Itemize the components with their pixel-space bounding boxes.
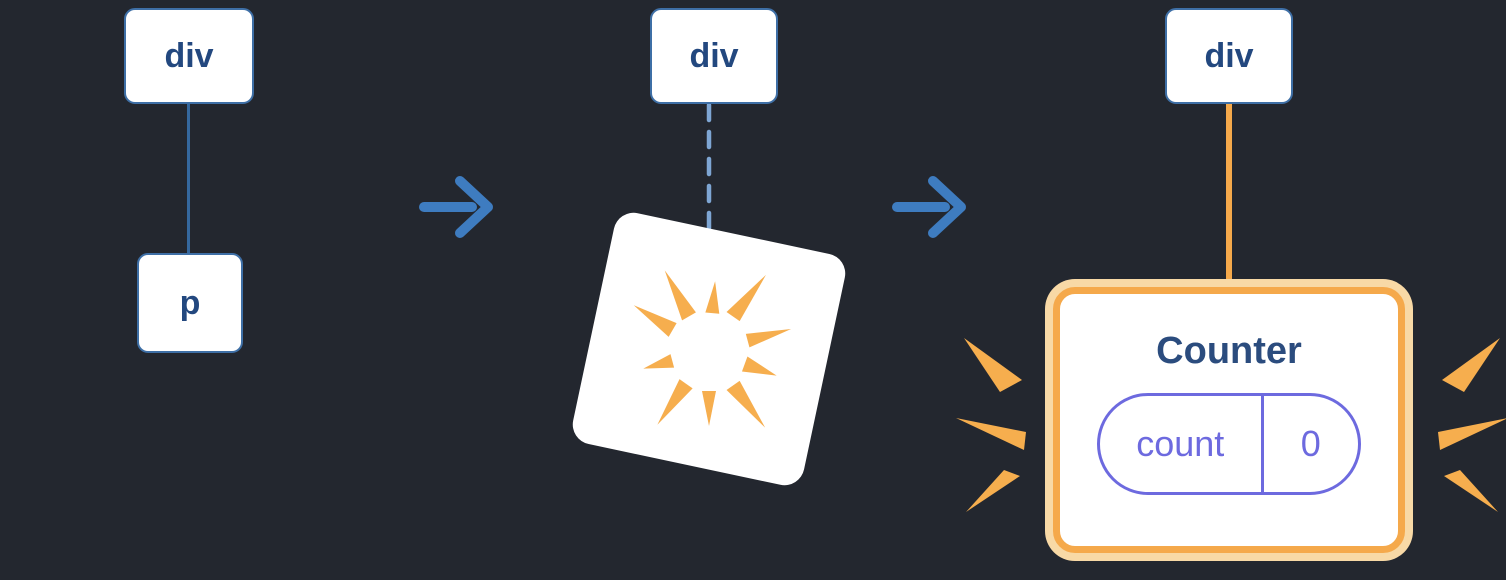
counter-component-title: Counter <box>1156 330 1302 372</box>
state-value-label: 0 <box>1300 423 1321 464</box>
tree-node-label: div <box>1204 36 1254 75</box>
tree-node-div-middle: div <box>650 8 778 104</box>
tree-node-label: p <box>179 283 201 322</box>
state-pill-divider <box>1260 396 1264 492</box>
arrow-right-icon <box>419 176 493 238</box>
tree-node-p: p <box>137 253 243 353</box>
sparkle-icon <box>956 338 1026 512</box>
arrow-right-icon <box>892 176 966 238</box>
state-key-label: count <box>1136 423 1225 464</box>
sparkle-icon <box>1438 338 1506 512</box>
edge-dashed-line <box>706 103 712 233</box>
counter-component-card: Counter count 0 <box>1053 287 1405 553</box>
poof-burst-icon <box>572 212 846 486</box>
edge-line-div-to-counter <box>1226 103 1232 289</box>
tree-node-label: div <box>689 36 739 75</box>
tree-node-div-after: div <box>1165 8 1293 104</box>
edge-line-div-to-p <box>187 103 190 254</box>
state-pill: count 0 <box>1097 393 1361 495</box>
tree-node-label: div <box>164 36 214 75</box>
tree-node-div-before: div <box>124 8 254 104</box>
